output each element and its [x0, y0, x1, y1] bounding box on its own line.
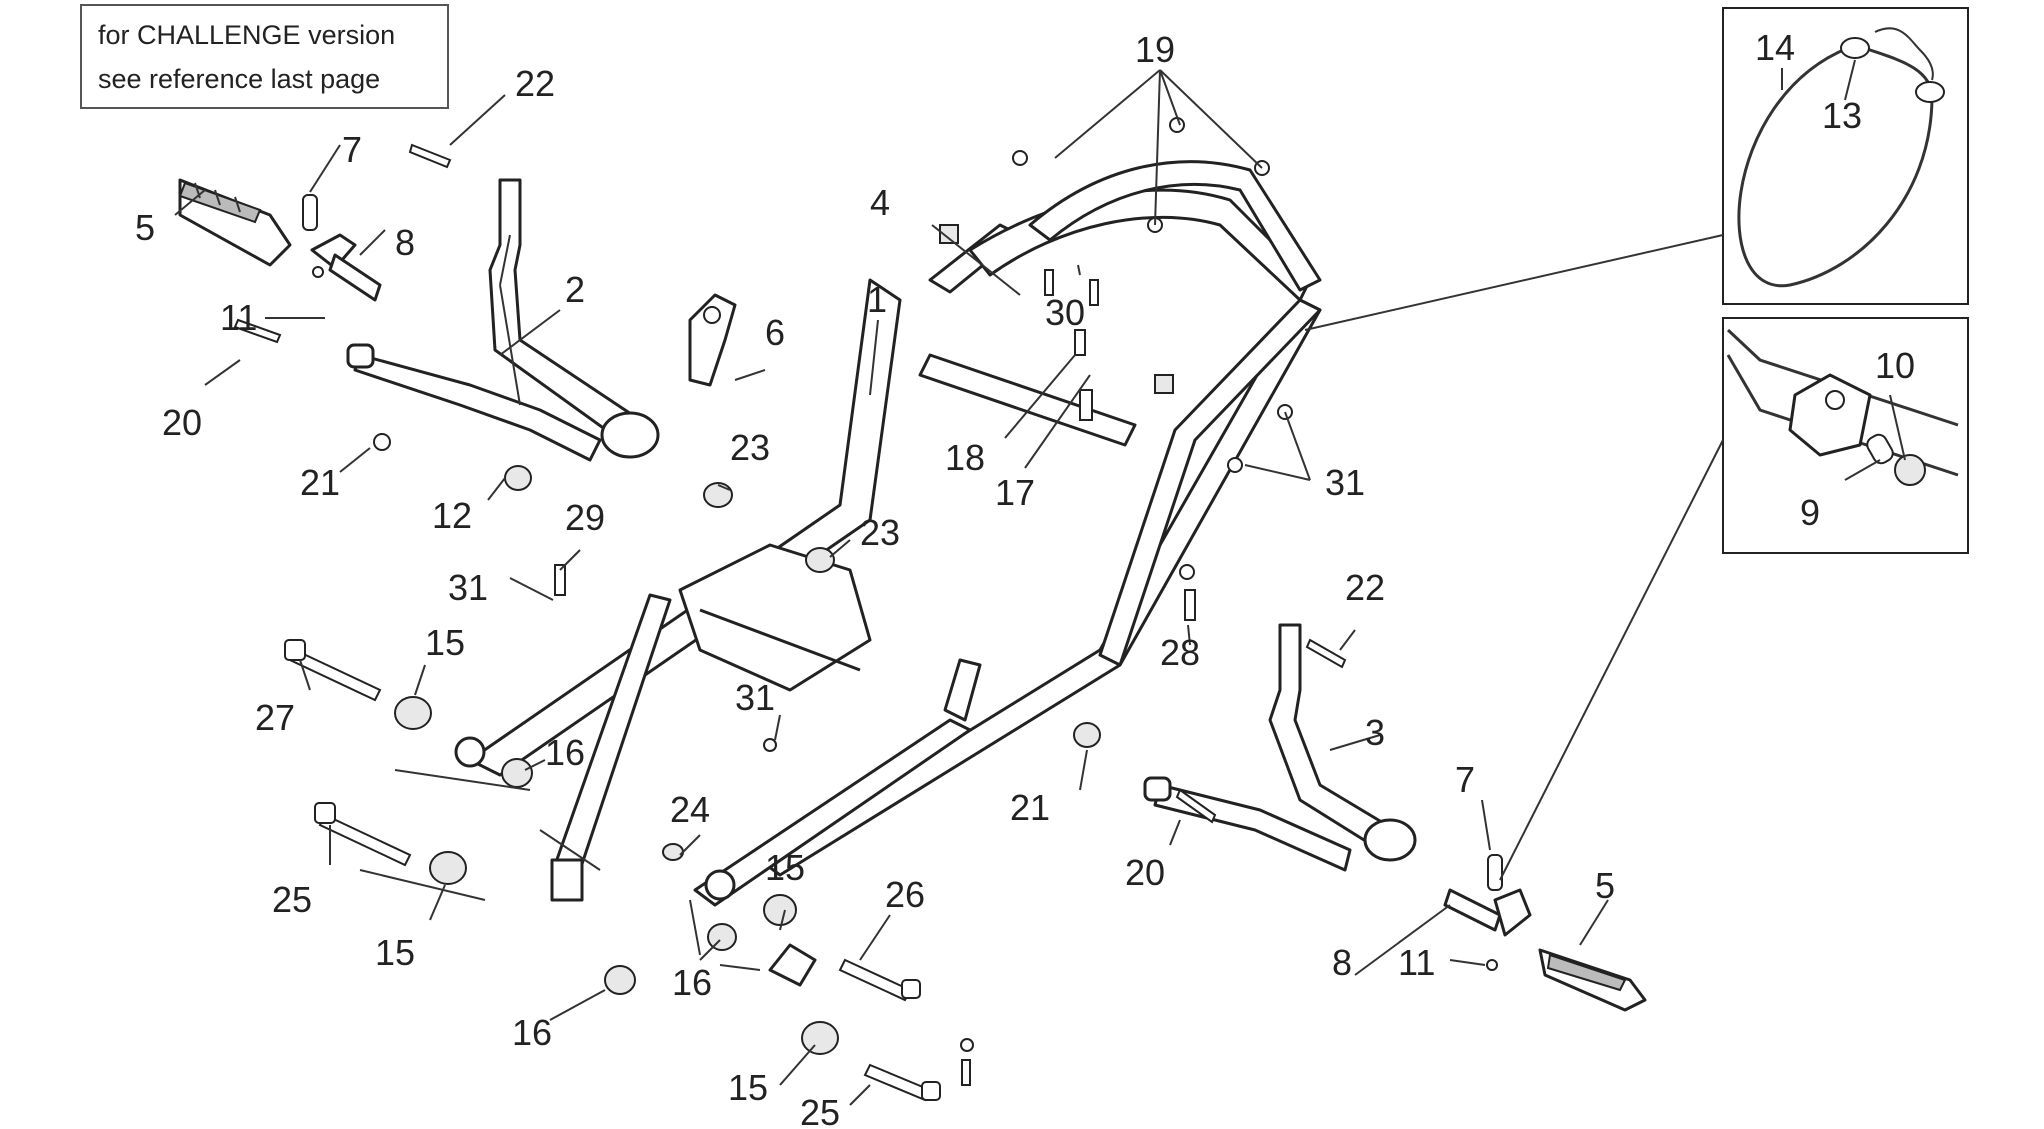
- callout-5-right: 5: [1595, 865, 1615, 906]
- callout-23-top: 23: [730, 427, 770, 468]
- callout-8-right: 8: [1332, 942, 1352, 983]
- callout-23-center: 23: [860, 512, 900, 553]
- callout-7-left: 7: [342, 129, 362, 170]
- rear-frame-part: [454, 160, 1322, 987]
- callout-21-right: 21: [1010, 787, 1050, 828]
- callout-16-center: 16: [672, 962, 712, 1003]
- callout-20-left: 20: [162, 402, 202, 443]
- callout-20-right: 20: [1125, 852, 1165, 893]
- callout-22-right: 22: [1345, 567, 1385, 608]
- right-footpeg-part: [1538, 948, 1647, 1012]
- left-footrest-bracket-part: [346, 178, 660, 462]
- callout-5-left: 5: [135, 207, 155, 248]
- left-pivot-part: [302, 194, 382, 302]
- callout-27: 27: [255, 697, 295, 738]
- callout-26: 26: [885, 874, 925, 915]
- callout-31-center: 31: [735, 677, 775, 718]
- callout-31-right: 31: [1325, 462, 1365, 503]
- callout-1: 1: [867, 279, 887, 320]
- callout-15-upper-left: 15: [425, 622, 465, 663]
- callout-10: 10: [1875, 345, 1915, 386]
- helmet-cable-part: [1737, 27, 1945, 288]
- callout-13: 13: [1822, 95, 1862, 136]
- callout-15-lower: 15: [728, 1067, 768, 1108]
- callout-7-right: 7: [1455, 759, 1475, 800]
- callout-19: 19: [1135, 29, 1175, 70]
- callout-9: 9: [1800, 492, 1820, 533]
- callout-11-left: 11: [220, 297, 257, 338]
- leader-lines: [174, 59, 1906, 1106]
- callout-8-left: 8: [395, 222, 415, 263]
- bracket-part: [688, 293, 737, 387]
- callout-6: 6: [765, 312, 785, 353]
- callout-16-left: 16: [545, 732, 585, 773]
- callout-14: 14: [1755, 27, 1795, 68]
- callout-labels: 19 22 7 8 5 11 2 6 1 4 30 20 21 12 23 18…: [135, 27, 1915, 1129]
- callout-25-lower: 25: [800, 1092, 840, 1129]
- callout-11-right: 11: [1398, 942, 1435, 983]
- note-line-2: see reference last page: [98, 64, 381, 94]
- callout-3: 3: [1365, 712, 1385, 753]
- callout-18: 18: [945, 437, 985, 478]
- left-footpeg-part: [178, 178, 292, 267]
- callout-4: 4: [870, 182, 890, 223]
- callout-15-center: 15: [765, 847, 805, 888]
- callout-2: 2: [565, 269, 585, 310]
- hardware-parts: [233, 117, 1498, 1102]
- note-line-1: for CHALLENGE version: [98, 20, 396, 50]
- right-pivot-part: [1443, 854, 1532, 937]
- callout-16-lower: 16: [512, 1012, 552, 1053]
- callout-12: 12: [432, 495, 472, 536]
- callout-22-left: 22: [515, 63, 555, 104]
- callout-30: 30: [1045, 292, 1085, 333]
- callout-15-lower-left: 15: [375, 932, 415, 973]
- callout-24: 24: [670, 789, 710, 830]
- callout-31-left: 31: [448, 567, 488, 608]
- callout-21-left: 21: [300, 462, 340, 503]
- callout-17: 17: [995, 472, 1035, 513]
- callout-25-left: 25: [272, 879, 312, 920]
- challenge-version-note: for CHALLENGE version see reference last…: [80, 4, 449, 109]
- callout-28: 28: [1160, 632, 1200, 673]
- callout-29: 29: [565, 497, 605, 538]
